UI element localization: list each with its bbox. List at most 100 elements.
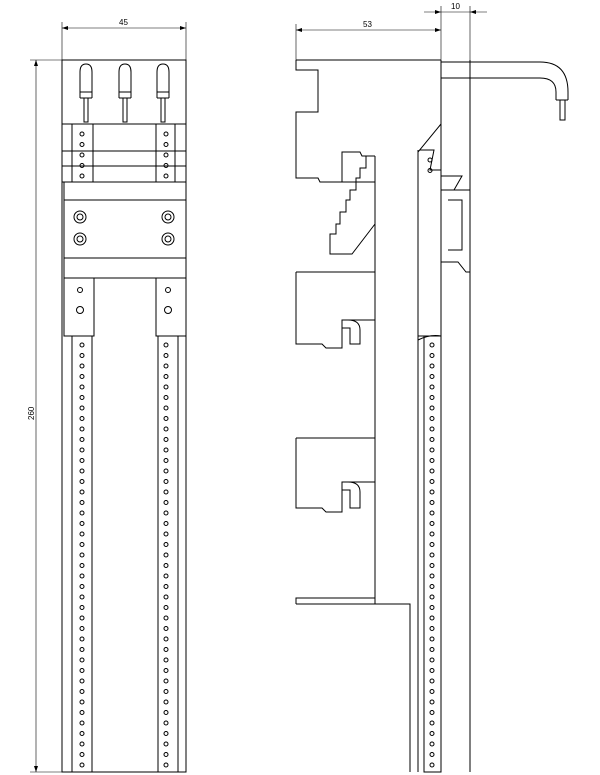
rail-hole	[429, 741, 435, 747]
rail-hole	[79, 416, 85, 421]
rail-hole	[429, 626, 435, 631]
rail-hole	[429, 668, 435, 673]
rail-hole	[79, 458, 85, 463]
rail-hole	[429, 384, 435, 390]
front-view: 45 260	[27, 18, 187, 773]
rail-hole	[163, 647, 169, 652]
rail-hole	[163, 531, 169, 537]
rail-hole	[163, 720, 169, 726]
rail-hole	[429, 573, 435, 579]
rail-hole	[429, 342, 435, 348]
cable-lead	[441, 61, 569, 121]
rail-hole	[79, 384, 85, 390]
rail-hole	[427, 168, 433, 173]
rail-hole	[79, 605, 85, 610]
rail-hole	[429, 447, 435, 453]
rail-hole	[163, 363, 169, 369]
rail-hole	[429, 405, 435, 411]
side-clamp-lower	[295, 437, 375, 513]
rail-hole	[163, 552, 169, 558]
rail-hole	[79, 468, 85, 474]
rail-hole	[429, 731, 435, 736]
rail-hole	[429, 563, 435, 568]
rail-hole	[429, 437, 435, 442]
rail-hole	[429, 426, 435, 432]
rail-hole	[79, 173, 85, 179]
rail-hole	[429, 710, 435, 715]
rail-hole	[163, 594, 169, 600]
rail-hole	[79, 152, 85, 158]
rail-hole	[429, 615, 435, 621]
rail-hole	[429, 605, 435, 610]
rail-hole	[429, 678, 435, 684]
rail-hole	[79, 142, 85, 147]
dimension-side-offset: 10	[424, 2, 487, 60]
side-housing	[295, 59, 471, 772]
rail-hole	[429, 521, 435, 526]
rail-hole	[79, 395, 85, 400]
dimension-side-offset-label: 10	[451, 2, 460, 11]
rail-hole	[163, 142, 169, 147]
dimension-front-height-label: 260	[27, 406, 36, 420]
rail-hole	[163, 741, 169, 747]
rail-hole	[163, 152, 169, 158]
screw-icon	[161, 232, 175, 246]
rail-hole	[163, 626, 169, 631]
rail-hole	[429, 594, 435, 600]
rail-hole	[429, 500, 435, 505]
rail-hole	[79, 584, 85, 589]
rail-hole	[163, 636, 169, 642]
rail-hole	[163, 489, 169, 495]
connector-pins	[79, 63, 170, 123]
rail-hole	[79, 657, 85, 663]
rail-hole	[429, 636, 435, 642]
connector-pin	[156, 63, 170, 123]
rail-hole	[429, 584, 435, 589]
rail-hole	[79, 710, 85, 715]
rail-hole	[79, 647, 85, 652]
rail-hole	[429, 489, 435, 495]
dimension-front-width: 45	[61, 18, 187, 60]
rail-hole	[79, 615, 85, 621]
rail-hole	[163, 668, 169, 673]
rail-hole	[163, 342, 169, 348]
dimension-side-depth-label: 53	[363, 20, 372, 29]
rail-hole	[163, 163, 169, 168]
rail-hole	[163, 437, 169, 442]
rail-hole	[163, 458, 169, 463]
dimension-front-width-label: 45	[119, 18, 128, 27]
rail-hole	[163, 416, 169, 421]
rail-hole	[163, 657, 169, 663]
rail-hole	[79, 405, 85, 411]
rail-hole	[163, 542, 169, 547]
rail-hole	[79, 479, 85, 484]
rail-hole	[79, 573, 85, 579]
rail-hole	[79, 374, 85, 379]
rail-hole	[163, 353, 169, 358]
rail-hole	[79, 762, 85, 768]
rail-hole	[79, 678, 85, 684]
side-rail	[417, 123, 470, 773]
rail-hole	[79, 163, 85, 168]
rail-hole	[429, 374, 435, 379]
rail-hole	[79, 752, 85, 757]
rail-hole	[163, 468, 169, 474]
rail-hole	[163, 762, 169, 768]
rail-hole	[163, 374, 169, 379]
connector-pin	[79, 63, 93, 123]
screw-icon	[73, 232, 87, 246]
rail-hole	[79, 447, 85, 453]
rail-hole	[429, 552, 435, 558]
rail-hole	[429, 363, 435, 369]
rail-hole	[429, 542, 435, 547]
rail-hole	[79, 542, 85, 547]
rail-hole	[163, 752, 169, 757]
rail-hole	[429, 647, 435, 652]
clamp-plate	[63, 181, 187, 279]
rail-hole	[79, 353, 85, 358]
rail-hole	[79, 668, 85, 673]
rail-hole	[79, 594, 85, 600]
rail-hole	[79, 131, 85, 137]
rail-hole	[429, 416, 435, 421]
rail-hole	[163, 678, 169, 684]
